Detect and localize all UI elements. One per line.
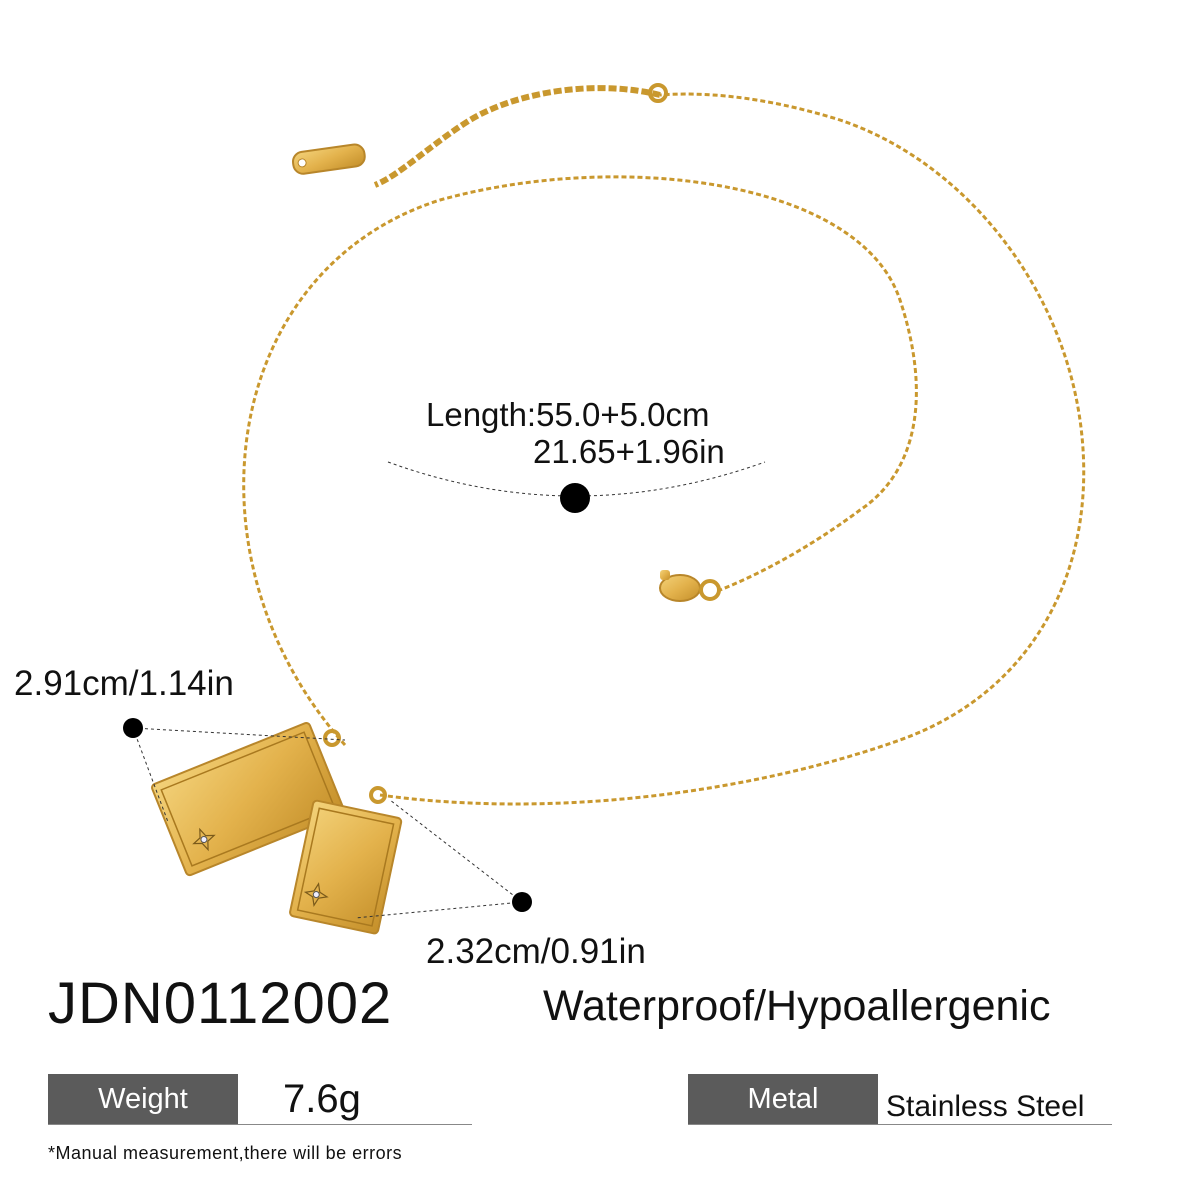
extender-chain — [373, 85, 661, 188]
large-pendant-bail — [323, 729, 341, 747]
star-gem-icon — [303, 882, 329, 907]
large-pendant-dot — [123, 718, 143, 738]
weight-label: Weight — [48, 1074, 238, 1124]
small-pendant-dot — [512, 892, 532, 912]
length-cm-label: Length:55.0+5.0cm — [426, 396, 710, 433]
disclaimer-text: *Manual measurement,there will be errors — [48, 1143, 403, 1163]
small-pendant — [289, 799, 403, 935]
lobster-clasp-icon — [659, 570, 721, 602]
length-in-label: 21.65+1.96in — [533, 433, 725, 470]
small-pendant-measure — [354, 799, 523, 919]
feature-text: Waterproof/Hypoallergenic — [543, 982, 1051, 1030]
model-number: JDN0112002 — [48, 971, 393, 1036]
metal-divider — [688, 1124, 1112, 1125]
weight-divider — [48, 1124, 472, 1125]
necklace-chain — [242, 175, 918, 746]
small-pendant-bail — [369, 786, 387, 804]
extender-tag-icon — [291, 143, 366, 175]
large-pendant-measure — [132, 727, 346, 823]
small-pendant-size-label: 2.32cm/0.91in — [426, 932, 646, 971]
large-pendant-size-label: 2.91cm/1.14in — [14, 664, 234, 703]
length-indicator-dot — [560, 483, 590, 513]
large-pendant — [151, 721, 345, 877]
extender-ring-icon — [648, 83, 668, 103]
necklace-chain-right — [379, 92, 1086, 806]
star-gem-icon — [192, 827, 216, 852]
weight-value: 7.6g — [283, 1077, 361, 1121]
metal-label: Metal — [688, 1074, 878, 1124]
metal-value: Stainless Steel — [886, 1090, 1085, 1123]
length-indicator-line — [387, 461, 766, 497]
